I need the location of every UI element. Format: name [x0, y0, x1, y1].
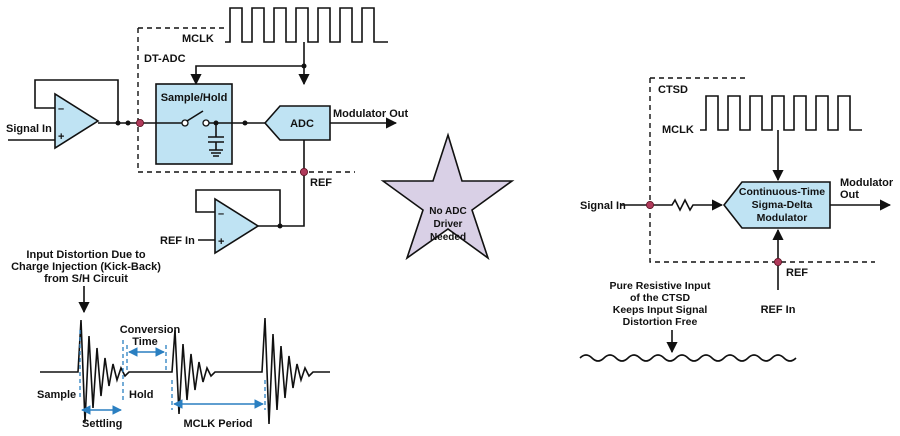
star-text-line2: Driver — [434, 219, 463, 230]
ctsd-mclk-waveform — [700, 95, 862, 131]
kickback-waveform — [40, 317, 330, 425]
ctsd-ref-in-label: REF In — [761, 304, 796, 316]
output-junction-dot — [125, 120, 131, 126]
ctsd-mclk-label: MCLK — [662, 124, 694, 136]
kickback-waveform-section: Input Distortion Due to Charge Injection… — [11, 249, 330, 430]
ctsd-modulator-out-line2: Out — [840, 189, 859, 201]
sh-switch-blade — [186, 110, 204, 122]
ctsd-note-line3: Keeps Input Signal — [613, 304, 708, 316]
dtadc-circuit: MCLK DT-ADC – + Signal In Sample/Hold AD… — [6, 7, 408, 255]
ctsd-ref-node — [774, 257, 783, 266]
input-buffer-opamp — [54, 92, 100, 150]
ref-opamp-plus: + — [218, 236, 224, 248]
ctsd-clean-signal-wave — [579, 354, 797, 362]
ref-opamp-feedback — [195, 189, 281, 226]
input-opamp-plus: + — [58, 131, 64, 143]
sample-hold-label: Sample/Hold — [161, 92, 228, 104]
sample-label: Sample — [37, 389, 76, 401]
settling-label: Settling — [82, 418, 122, 430]
waveform-title-line2: Charge Injection (Kick-Back) — [11, 261, 161, 273]
ctsd-boundary — [649, 77, 875, 263]
ref-feedback-junction — [277, 223, 283, 229]
ctsd-note-line1: Pure Resistive Input — [610, 280, 711, 292]
ctsd-block-line1: Continuous-Time — [739, 186, 825, 198]
input-opamp-feedback — [34, 79, 119, 123]
dtadc-input-node — [135, 119, 144, 128]
sh-out-junction — [242, 120, 248, 126]
sh-switch-pivot — [181, 119, 189, 127]
ctsd-block-line2: Sigma-Delta — [752, 199, 813, 211]
conversion-label-line2: Time — [132, 336, 157, 348]
input-opamp-minus: – — [58, 103, 64, 115]
ctsd-title: CTSD — [658, 84, 688, 96]
star-shape — [380, 132, 515, 261]
dtadc-modulator-out-label: Modulator Out — [333, 108, 408, 120]
star-text-line1: No ADC — [429, 206, 466, 217]
sh-switch-contact — [202, 119, 210, 127]
ctsd-ref-label: REF — [786, 267, 808, 279]
conversion-label-line1: Conversion — [120, 324, 181, 336]
ctsd-block-line3: Modulator — [757, 212, 808, 224]
ctsd-input-resistor — [664, 198, 700, 212]
adc-ref-wire — [258, 140, 305, 227]
hold-label: Hold — [129, 389, 153, 401]
dtadc-title: DT-ADC — [144, 53, 186, 65]
ctsd-note-line2: of the CTSD — [630, 292, 690, 304]
dtadc-mclk-waveform — [225, 7, 388, 43]
sh-hold-capacitor — [208, 123, 224, 157]
dtadc-boundary — [137, 27, 355, 173]
mclk-period-label: MCLK Period — [183, 418, 252, 430]
waveform-title-line1: Input Distortion Due to — [26, 249, 145, 261]
ctsd-signal-in-label: Signal In — [580, 200, 626, 212]
ref-opamp-minus: – — [218, 208, 224, 220]
adc-label: ADC — [290, 118, 314, 130]
dtadc-signal-in-label: Signal In — [6, 123, 52, 135]
star-text-line3: Needed — [430, 232, 466, 243]
feedback-junction-dot — [115, 120, 121, 126]
ctsd-circuit: CTSD MCLK Signal In Continuous-Time Sigm… — [579, 77, 894, 362]
ctsd-note-line4: Distortion Free — [623, 316, 698, 328]
star-callout: No ADC Driver Needed — [380, 132, 515, 261]
clock-to-sh-wire — [190, 65, 304, 86]
dtadc-ref-label: REF — [310, 177, 332, 189]
waveform-title-line3: from S/H Circuit — [44, 273, 128, 285]
clock-junction-dot — [301, 63, 307, 69]
ctsd-input-node — [646, 200, 655, 209]
dtadc-ref-in-label: REF In — [160, 235, 195, 247]
dtadc-ref-node — [299, 167, 308, 176]
ctsd-modulator-out-line1: Modulator — [840, 177, 894, 189]
dtadc-mclk-label: MCLK — [182, 33, 214, 45]
ref-buffer-opamp — [214, 197, 260, 255]
